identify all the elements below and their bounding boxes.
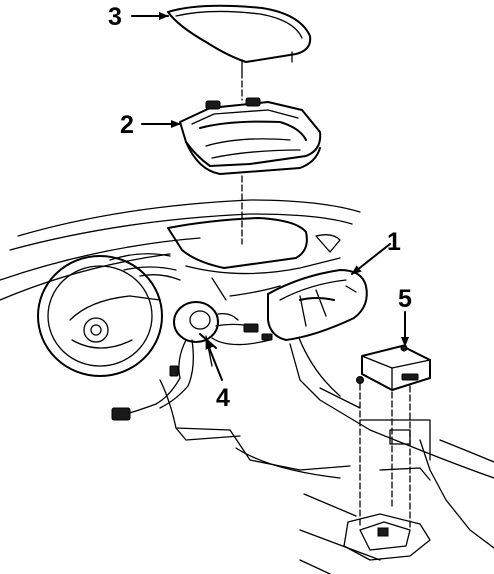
callout-2-label: 2 [120,111,134,139]
part-3-dash-cover [167,4,312,73]
dashboard-outline [0,199,494,574]
steering-wheel [37,253,181,377]
callout-leaders [131,12,409,381]
callout-5-label: 5 [398,285,412,313]
part-5-control-module [343,344,431,561]
part-1-passenger-airbag [267,269,368,341]
callout-3-label: 3 [108,3,122,31]
callout-4-label: 4 [216,384,230,412]
part-2-housing-bracket [179,97,322,175]
part-4-driver-airbag [111,301,273,421]
callout-1-label: 1 [387,228,401,256]
